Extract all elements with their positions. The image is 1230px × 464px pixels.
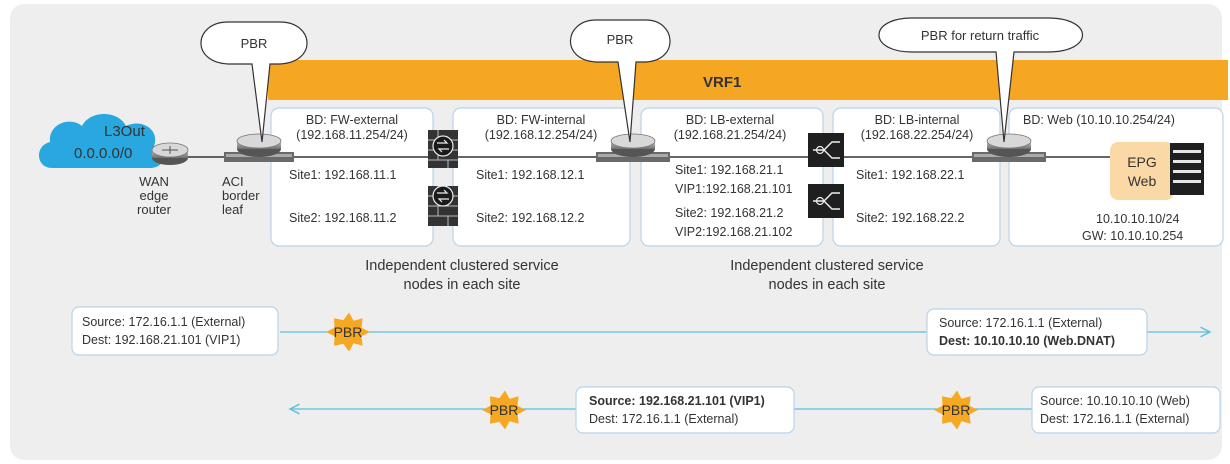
bd-fw-external-site2: Site2: 192.168.11.2 [289, 211, 397, 225]
cluster-note-1-line2: nodes in each site [404, 277, 521, 293]
server-icon [1170, 143, 1204, 195]
bd-fw-internal-site1: Site1: 192.168.12.1 [476, 168, 584, 182]
flow2-right-line2: Dest: 172.16.1.1 (External) [1040, 412, 1189, 426]
flow2-mid-line2: Dest: 172.16.1.1 (External) [589, 412, 738, 426]
vrf-bar [268, 60, 1228, 100]
cluster-note-1-line1: Independent clustered service [365, 258, 558, 274]
border-leaf-icon [224, 133, 294, 162]
pbr-callout-2-text: PBR [607, 32, 634, 47]
flow1-left-line2: Dest: 192.168.21.101 (VIP1) [82, 333, 240, 347]
border-leaf-label-1: ACI [222, 174, 244, 189]
bd-lb-external-subnet: (192.168.21.254/24) [674, 128, 787, 142]
bd-web-ip: 10.10.10.10/24 [1096, 212, 1179, 226]
flow2-mid-box [575, 386, 795, 434]
bd-lb-internal-box [832, 107, 1001, 247]
cluster-note-2-line2: nodes in each site [769, 277, 886, 293]
bd-lb-external-title: BD: LB-external [686, 113, 774, 127]
bd-fw-internal-box [452, 107, 631, 247]
flow2-pbr-left-label: PBR [490, 402, 519, 418]
border-leaf-label-2: border [222, 188, 260, 203]
flow1-right-line2: Dest: 10.10.10.10 (Web.DNAT) [939, 334, 1115, 348]
flow2-mid-line1: Source: 192.168.21.101 (VIP1) [589, 394, 765, 408]
flow2-pbr-right-label: PBR [942, 402, 971, 418]
bd-lb-external-site1: Site1: 192.168.21.1 [675, 163, 783, 177]
cloud-label-2: 0.0.0.0/0 [74, 145, 132, 162]
epg-web-label-2: Web [1128, 173, 1157, 189]
cloud-icon [38, 114, 164, 168]
flow1-right-box [926, 308, 1148, 356]
pbr-callout-1 [200, 21, 308, 143]
pbr-callout-2 [569, 19, 671, 143]
bd-lb-external-site2: Site2: 192.168.21.2 [675, 206, 783, 220]
leaf-switch-2-icon [596, 133, 670, 162]
bd-fw-internal-title: BD: FW-internal [497, 113, 586, 127]
pbr-callout-3-text: PBR for return traffic [921, 28, 1040, 43]
pbr-badge-icon [482, 390, 526, 430]
epg-web-label-1: EPG [1127, 154, 1157, 170]
bd-lb-external-vip1: VIP1:192.168.21.101 [675, 182, 793, 196]
flow1-pbr-label: PBR [334, 324, 363, 340]
firewall-site2-icon [428, 185, 458, 226]
flow2-right-line1: Source: 10.10.10.10 (Web) [1040, 394, 1190, 408]
wan-router-label-1: WAN [139, 174, 169, 189]
bd-lb-internal-site2: Site2: 192.168.22.2 [856, 211, 964, 225]
flow2-right-box [1031, 386, 1221, 434]
bd-lb-internal-site1: Site1: 192.168.22.1 [856, 168, 964, 182]
wan-router-label-3: router [137, 202, 172, 217]
bd-lb-external-vip2: VIP2:192.168.21.102 [675, 225, 793, 239]
epg-web-box [1110, 142, 1174, 200]
load-balancer-site1-icon [808, 133, 844, 167]
pbr-callout-1-text: PBR [241, 36, 268, 51]
bd-fw-external-subnet: (192.168.11.254/24) [296, 128, 408, 142]
firewall-site1-icon [428, 130, 458, 168]
flow1-right-line1: Source: 172.16.1.1 (External) [939, 316, 1102, 330]
bd-lb-external-box [640, 107, 824, 247]
bd-lb-internal-subnet: (192.168.22.254/24) [861, 128, 974, 142]
vrf-label: VRF1 [703, 74, 741, 91]
bd-web-title: BD: Web (10.10.10.254/24) [1023, 113, 1175, 127]
bd-lb-internal-title: BD: LB-internal [875, 113, 960, 127]
cluster-note-2-line1: Independent clustered service [730, 258, 923, 274]
wan-router-icon [151, 142, 189, 165]
wan-router-label-2: edge [140, 188, 169, 203]
pbr-callout-3 [878, 17, 1084, 143]
pbr-badge-icon [934, 390, 978, 430]
load-balancer-site2-icon [808, 184, 844, 218]
bd-fw-external-box [270, 107, 434, 247]
bd-fw-internal-site2: Site2: 192.168.12.2 [476, 211, 584, 225]
border-leaf-label-3: leaf [222, 202, 243, 217]
cloud-label-1: L3Out [104, 123, 146, 140]
bd-web-gw: GW: 10.10.10.254 [1082, 229, 1183, 243]
pbr-badge-icon [326, 312, 370, 352]
bd-fw-external-site1: Site1: 192.168.11.1 [289, 168, 397, 182]
flow1-left-line1: Source: 172.16.1.1 (External) [82, 315, 245, 329]
flow1-left-box [71, 306, 279, 356]
bd-fw-internal-subnet: (192.168.12.254/24) [485, 128, 598, 142]
leaf-switch-3-icon [972, 133, 1046, 162]
bd-fw-external-title: BD: FW-external [306, 113, 398, 127]
